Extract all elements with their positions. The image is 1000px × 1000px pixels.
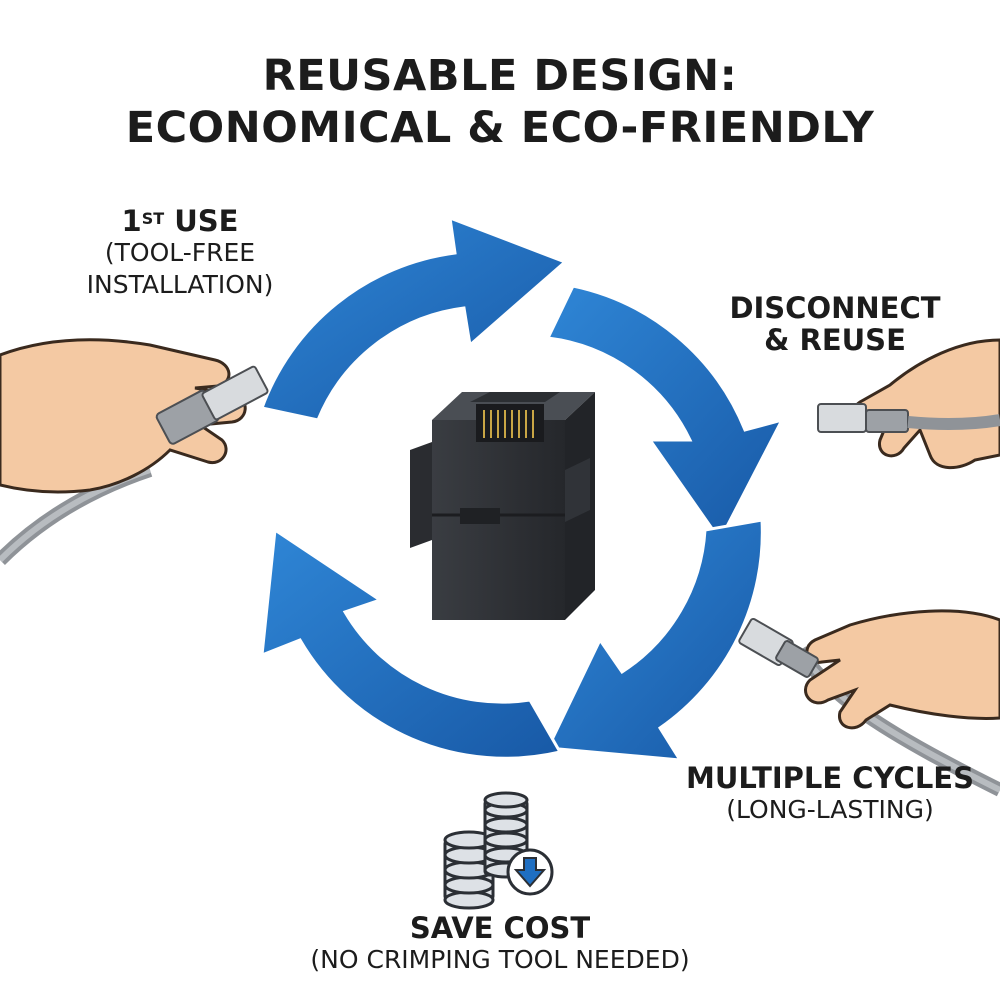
down-arrow-icon bbox=[506, 848, 554, 896]
save-cost-line-2: (NO CRIMPING TOOL NEEDED) bbox=[310, 945, 690, 974]
rj45-coupler-icon bbox=[410, 392, 595, 620]
hand-with-cable-icon bbox=[738, 609, 1000, 797]
hand-with-cable-icon bbox=[817, 338, 1000, 470]
first-use-line-3: INSTALLATION) bbox=[86, 270, 274, 299]
disconnect-line-2: & REUSE bbox=[764, 323, 906, 357]
label-save-cost: SAVE COST (NO CRIMPING TOOL NEEDED) bbox=[300, 912, 700, 976]
cycles-line-2: (LONG-LASTING) bbox=[726, 795, 934, 824]
first-use-superscript: ST bbox=[141, 209, 165, 228]
disconnect-line-1: DISCONNECT bbox=[729, 291, 941, 325]
title-line-1: REUSABLE DESIGN: bbox=[262, 51, 738, 101]
first-use-word: USE bbox=[164, 204, 239, 238]
cycle-arrows-icon bbox=[260, 215, 785, 762]
label-first-use: 1ST USE (TOOL-FREE INSTALLATION) bbox=[60, 205, 300, 301]
hand-with-cable-icon bbox=[0, 338, 269, 565]
label-multiple-cycles: MULTIPLE CYCLES (LONG-LASTING) bbox=[670, 762, 990, 826]
cycles-line-1: MULTIPLE CYCLES bbox=[685, 761, 974, 795]
first-use-line-2: (TOOL-FREE bbox=[104, 238, 256, 267]
first-use-number: 1 bbox=[121, 204, 142, 238]
save-cost-line-1: SAVE COST bbox=[409, 911, 591, 945]
label-disconnect: DISCONNECT & REUSE bbox=[705, 292, 965, 356]
title-line-2: ECONOMICAL & ECO-FRIENDLY bbox=[125, 103, 875, 153]
coin-stack-icon bbox=[443, 791, 529, 910]
